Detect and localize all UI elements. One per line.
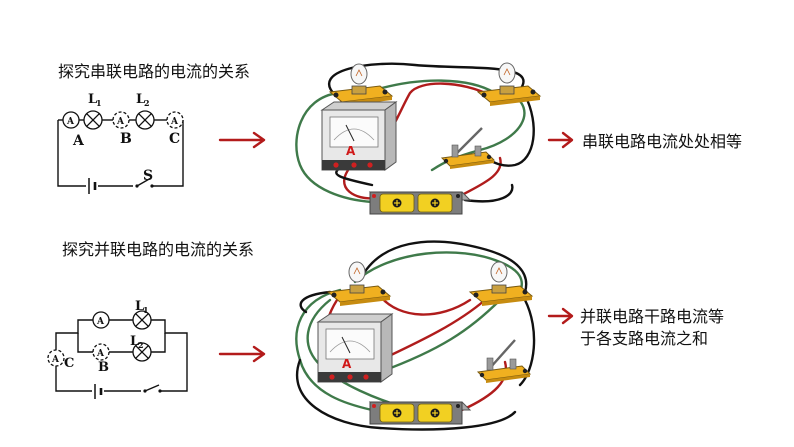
meter-trunk-symbol xyxy=(47,349,65,367)
label-c-parallel: C xyxy=(64,356,74,371)
battery-box-series xyxy=(368,191,472,215)
label-c: C xyxy=(169,131,180,147)
switch-blade xyxy=(136,177,152,187)
label-l1-parallel-sub: 1 xyxy=(143,305,149,315)
ammeter-parallel-letter: A xyxy=(342,357,352,371)
lamp-board-1 xyxy=(328,63,394,106)
meter-trunk-letter: A xyxy=(51,355,60,365)
parallel-heading: 探究并联电路的电流的关系 xyxy=(62,240,255,259)
label-l2-sub: 2 xyxy=(144,98,150,108)
switch-board-series xyxy=(440,127,496,169)
series-apparatus: A xyxy=(295,62,542,215)
series-result: 串联电路电流处处相等 xyxy=(582,132,743,151)
label-l1-sub: 1 xyxy=(96,98,102,108)
label-l1: L xyxy=(88,92,97,107)
arrow-series-right xyxy=(547,131,574,149)
meter-branch2-letter: A xyxy=(96,349,105,359)
switch-board-parallel xyxy=(476,339,532,383)
lamp-l1-symbol xyxy=(83,110,103,130)
label-l2: L xyxy=(136,92,145,107)
series-schematic: A A A L 1 L 2 A B C S xyxy=(57,92,184,194)
meter-b-symbol xyxy=(112,111,130,129)
meter-b-letter: A xyxy=(116,117,125,127)
parallel-schematic: A A A L 1 L 2 C B xyxy=(47,299,188,400)
parallel-result-line1: 并联电路干路电流等 xyxy=(580,307,725,326)
switch-blade-parallel xyxy=(144,384,160,392)
label-b-parallel: B xyxy=(98,360,109,375)
meter-c-letter: A xyxy=(170,117,179,127)
meter-a-letter: A xyxy=(66,117,75,127)
arrows xyxy=(218,131,574,363)
parallel-apparatus: A xyxy=(295,240,536,431)
arrow-parallel-right xyxy=(547,307,574,325)
ammeter-series: A xyxy=(320,101,398,171)
meter-branch1-letter: A xyxy=(96,317,105,327)
arrow-parallel-left xyxy=(218,345,266,363)
parallel-result-line2: 于各支路电流之和 xyxy=(580,329,709,348)
meter-c-symbol xyxy=(166,111,184,129)
label-a: A xyxy=(72,133,85,149)
lamp-board-4 xyxy=(468,261,534,306)
series-heading: 探究串联电路的电流的关系 xyxy=(58,62,251,81)
meter-branch2-symbol xyxy=(92,343,110,361)
lamp-l2-symbol xyxy=(135,110,155,130)
battery-box-parallel xyxy=(368,401,472,425)
label-b: B xyxy=(120,131,132,147)
ammeter-series-letter: A xyxy=(346,144,356,158)
label-l1-parallel: L xyxy=(135,299,144,314)
arrow-series-left xyxy=(218,131,266,149)
label-l2-parallel: L xyxy=(130,334,139,349)
ammeter-parallel: A xyxy=(316,313,394,383)
label-s: S xyxy=(143,168,153,184)
lamp-board-2 xyxy=(476,62,542,106)
lamp-board-3 xyxy=(326,261,392,306)
label-l2-parallel-sub: 2 xyxy=(138,340,144,350)
